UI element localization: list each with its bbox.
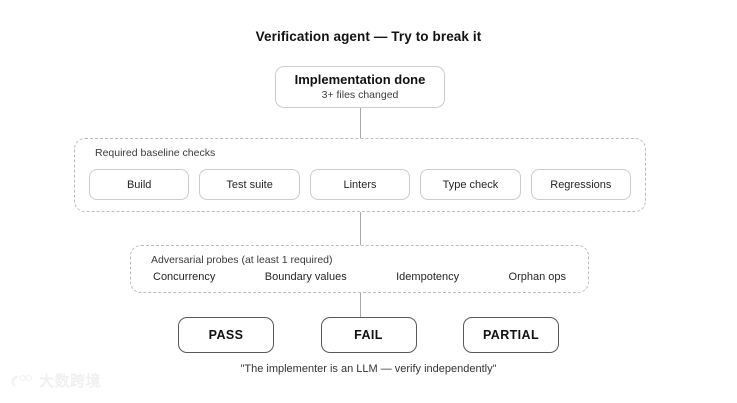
- outcome-fail[interactable]: FAIL: [320, 317, 417, 353]
- probe-idempotency[interactable]: Idempotency: [396, 271, 460, 283]
- node-subtitle: 3+ files changed: [321, 88, 399, 101]
- chip-label: Linters: [343, 178, 377, 191]
- outcome-pass[interactable]: PASS: [178, 317, 274, 353]
- probe-item-row: Concurrency Boundary values Idempotency …: [153, 271, 566, 283]
- chip-label: Type check: [442, 178, 499, 191]
- chip-type-check[interactable]: Type check: [420, 169, 521, 200]
- chip-regressions[interactable]: Regressions: [530, 169, 632, 200]
- outcome-partial[interactable]: PARTIAL: [463, 317, 559, 353]
- group-label-baseline: Required baseline checks: [95, 147, 216, 159]
- group-adversarial-probes: Adversarial probes (at least 1 required)…: [130, 245, 589, 293]
- chip-build[interactable]: Build: [89, 169, 190, 200]
- probe-concurrency[interactable]: Concurrency: [153, 271, 216, 283]
- node-title: Implementation done: [294, 72, 426, 87]
- chip-linters[interactable]: Linters: [309, 169, 411, 200]
- chip-label: Regressions: [550, 178, 612, 191]
- footer-quote: "The implementer is an LLM — verify inde…: [240, 363, 497, 375]
- outcome-label: FAIL: [354, 328, 383, 342]
- connector-top-to-baseline: [360, 108, 361, 138]
- outcome-label: PASS: [208, 328, 244, 342]
- page-title: Verification agent — Try to break it: [255, 29, 482, 44]
- group-label-probes: Adversarial probes (at least 1 required): [151, 254, 333, 266]
- baseline-chip-row: Build Test suite Linters Type check Regr…: [89, 169, 632, 200]
- watermark-text: 大数跨境: [39, 372, 102, 390]
- outcome-row: PASS FAIL PARTIAL: [178, 317, 559, 353]
- chip-label: Build: [126, 178, 152, 191]
- probe-orphan-ops[interactable]: Orphan ops: [508, 271, 566, 283]
- outcome-label: PARTIAL: [482, 328, 540, 342]
- chip-label: Test suite: [226, 178, 273, 191]
- probe-boundary-values[interactable]: Boundary values: [264, 271, 347, 283]
- group-required-baseline-checks: Required baseline checks Build Test suit…: [74, 138, 646, 212]
- connector-baseline-to-probes: [360, 212, 361, 245]
- chip-test-suite[interactable]: Test suite: [199, 169, 300, 200]
- node-implementation-done: Implementation done 3+ files changed: [275, 66, 445, 108]
- connector-probes-to-outcomes: [360, 293, 361, 317]
